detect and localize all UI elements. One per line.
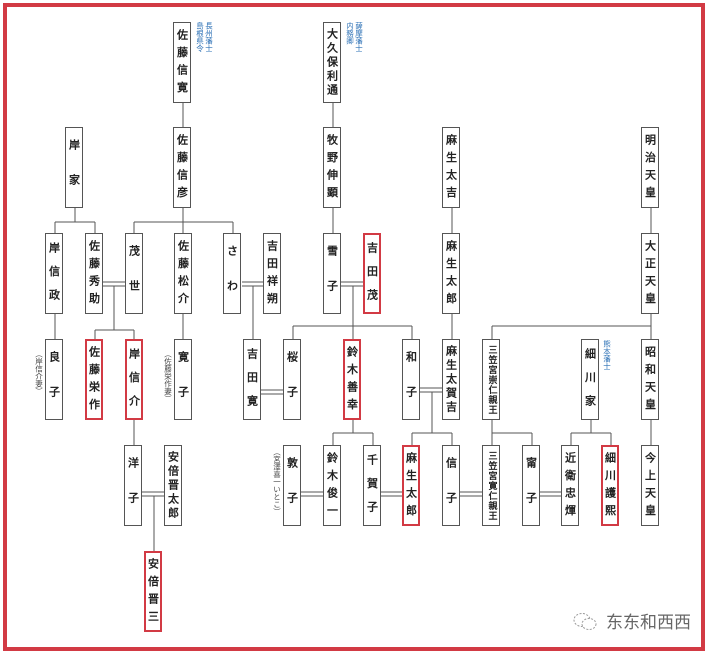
person-name: 三笠宮崇仁親王 [486,344,497,415]
person-box: 寛子 [174,339,192,420]
note-satsuma-hanshi: 薩摩藩士 [354,22,364,52]
person-box: 桜子 [283,339,301,420]
wechat-icon [573,612,597,630]
person-name: 吉田寛 [245,347,259,418]
person-box: 大久保利通 [323,22,341,103]
person-box: 細川護熙 [601,445,619,526]
person-box: 吉田祥朔 [263,233,281,314]
person-box: 岸信介 [125,339,143,420]
person-name: 麻生太吉 [444,134,458,205]
person-box: 今上天皇 [641,445,659,526]
person-name: 雪子 [325,244,339,314]
note-sato-wife: （佐藤栄作妻） [163,350,173,403]
person-name: 岸信介 [127,347,141,418]
person-box: 和子 [402,339,420,420]
person-name: 佐藤栄作 [87,346,101,417]
person-name: 三笠宮寛仁親王 [486,450,497,521]
person-box: 鈴木俊一 [323,445,341,526]
person-box: 安倍晋太郎 [164,445,182,526]
person-box: 千賀子 [363,445,381,526]
person-name: 昭和天皇 [643,346,657,417]
person-box: 洋子 [124,445,142,526]
person-box: 明治天皇 [641,127,659,208]
person-box: 鈴木善幸 [343,339,361,420]
person-box: 麻生太郎 [402,445,420,526]
person-name: 明治天皇 [643,134,657,205]
person-box: 信子 [442,445,460,526]
note-naimukyo: 内務卿 [345,22,355,45]
person-box: 三笠宮寛仁親王 [482,445,500,526]
person-box: 良子 [45,339,63,420]
person-box: 三笠宮崇仁親王 [482,339,500,420]
person-name: 洋子 [126,456,140,526]
person-box: 麻生太賀吉 [442,339,460,420]
person-name: 麻生太郎 [404,452,418,523]
watermark-text: 东东和西西 [606,613,691,633]
person-name: 牧野伸顕 [325,134,339,205]
watermark: 东东和西西 [572,608,691,633]
person-name: 茂世 [127,244,141,314]
person-name: 佐藤秀助 [87,240,101,311]
person-name: 近衛忠煇 [563,452,577,523]
person-name: 今上天皇 [643,452,657,523]
person-name: 麻生太賀吉 [444,345,458,416]
person-name: 岸信政 [47,241,61,312]
person-name: 細川家 [583,347,597,418]
person-box: 細川家 [581,339,599,420]
person-box: 雪子 [323,233,341,314]
person-name: 麻生太郎 [444,240,458,311]
person-name: 細川護熙 [603,452,617,523]
person-name: さわ [225,244,239,314]
note-shimane-kenrei: 島根県令 [195,22,205,52]
person-name: 千賀子 [365,453,379,524]
person-name: 佐藤信寛 [175,29,189,100]
person-box: 佐藤松介 [174,233,192,314]
person-box: 大正天皇 [641,233,659,314]
person-box: 安倍晋三 [144,551,162,632]
person-name: 佐藤信彦 [175,134,189,205]
person-box: 麻生太郎 [442,233,460,314]
person-name: 敦子 [285,456,299,526]
person-box: 岸家 [65,127,83,208]
person-box: 近衛忠煇 [561,445,579,526]
person-box: 佐藤信彦 [173,127,191,208]
person-name: 鈴木俊一 [325,452,339,523]
person-box: 麻生太吉 [442,127,460,208]
person-box: 甯子 [522,445,540,526]
person-name: 大久保利通 [325,28,339,99]
person-name: 信子 [444,456,458,526]
person-box: 佐藤秀助 [85,233,103,314]
person-name: 吉田祥朔 [265,240,279,311]
person-box: 佐藤栄作 [85,339,103,420]
person-box: 茂世 [125,233,143,314]
person-name: 佐藤松介 [176,240,190,311]
person-name: 鈴木善幸 [345,346,359,417]
person-name: 寛子 [176,350,190,420]
person-box: さわ [223,233,241,314]
person-box: 佐藤信寛 [173,22,191,103]
person-name: 岸家 [67,138,81,208]
person-name: 大正天皇 [643,240,657,311]
person-name: 安倍晋三 [146,558,160,629]
person-box: 敦子 [283,445,301,526]
person-name: 桜子 [285,350,299,420]
note-kumamoto-hanshi: 熊本藩士 [602,340,612,370]
person-name: 安倍晋太郎 [166,451,180,522]
person-name: 良子 [47,350,61,420]
note-kishi-wife: （岸信介妻） [34,350,44,395]
person-box: 牧野伸顕 [323,127,341,208]
person-box: 昭和天皇 [641,339,659,420]
note-choshu-hanshi: 長州藩士 [204,22,214,52]
note-miyazawa-cousin: （宮澤喜一いとこ） [272,448,282,516]
person-box: 岸信政 [45,233,63,314]
red-frame [3,3,705,651]
person-name: 吉田茂 [365,241,379,312]
person-name: 甯子 [524,456,538,526]
person-name: 和子 [404,350,418,420]
person-box: 吉田寛 [243,339,261,420]
person-box: 吉田茂 [363,233,381,314]
